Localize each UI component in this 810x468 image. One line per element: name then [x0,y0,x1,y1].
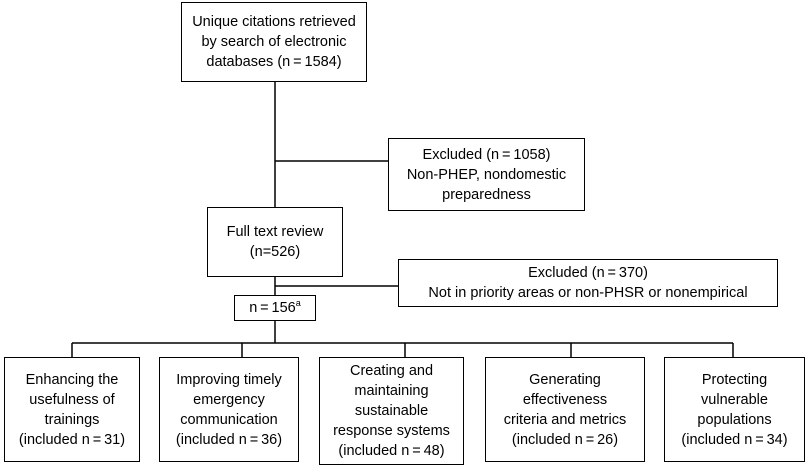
box-line: by search of electronic [201,34,347,50]
box-line: Protecting [701,371,768,388]
box-line: databases (n = 1584) [206,54,342,70]
included-count: n = 156 [249,300,296,316]
box-line: (included n = 48) [338,443,445,459]
box-line: n = 156a [249,298,301,318]
box-line: (included n = 26) [511,431,619,448]
box-line: Non-PHEP, nondomestic [406,166,567,183]
box-line: populations [697,411,772,428]
box-line: trainings [44,411,100,428]
box-line: communication [180,411,278,428]
box-line: effectiveness [522,391,608,408]
box-line: Enhancing the [25,371,119,388]
box-line: Creating and [349,363,434,379]
box-line: criteria and metrics [503,411,627,428]
box-line: emergency [193,391,265,408]
box-included-156: n = 156a [234,295,316,321]
box-excluded-370: Excluded (n = 370) Not in priority areas… [398,259,778,307]
box-line: preparedness [442,186,531,203]
box-category-communication: Improving timely emergency communication… [159,357,299,462]
box-category-effectiveness: Generating effectiveness criteria and me… [485,357,645,462]
box-line: Excluded (n = 370) [528,265,648,281]
box-excluded-1058: Excluded (n = 1058) Non-PHEP, nondomesti… [388,138,585,211]
box-line: Excluded (n = 1058) [422,146,551,163]
box-category-trainings: Enhancing the usefulness of trainings (i… [4,357,140,462]
box-line: Improving timely [176,371,282,388]
box-category-response-systems: Creating and maintaining sustainable res… [319,357,464,465]
box-line: response systems [333,423,450,439]
box-line: Full text review [226,224,324,240]
box-full-text-review: Full text review (n=526) [207,207,343,277]
box-line: Unique citations retrieved [192,14,356,30]
box-line: maintaining [354,383,429,399]
box-line: vulnerable [701,391,768,408]
footnote-marker: a [295,298,301,309]
box-line: Not in priority areas or non-PHSR or non… [428,285,748,301]
box-line: usefulness of [29,391,115,408]
box-category-vulnerable-populations: Protecting vulnerable populations (inclu… [664,357,805,462]
box-line: Generating [529,371,601,388]
box-line: (included n = 31) [18,431,126,448]
box-line: sustainable [354,403,429,419]
box-unique-citations: Unique citations retrieved by search of … [181,2,367,82]
box-line: (included n = 36) [175,431,283,448]
box-line: (n=526) [249,244,301,260]
box-line: (included n = 34) [681,431,788,448]
